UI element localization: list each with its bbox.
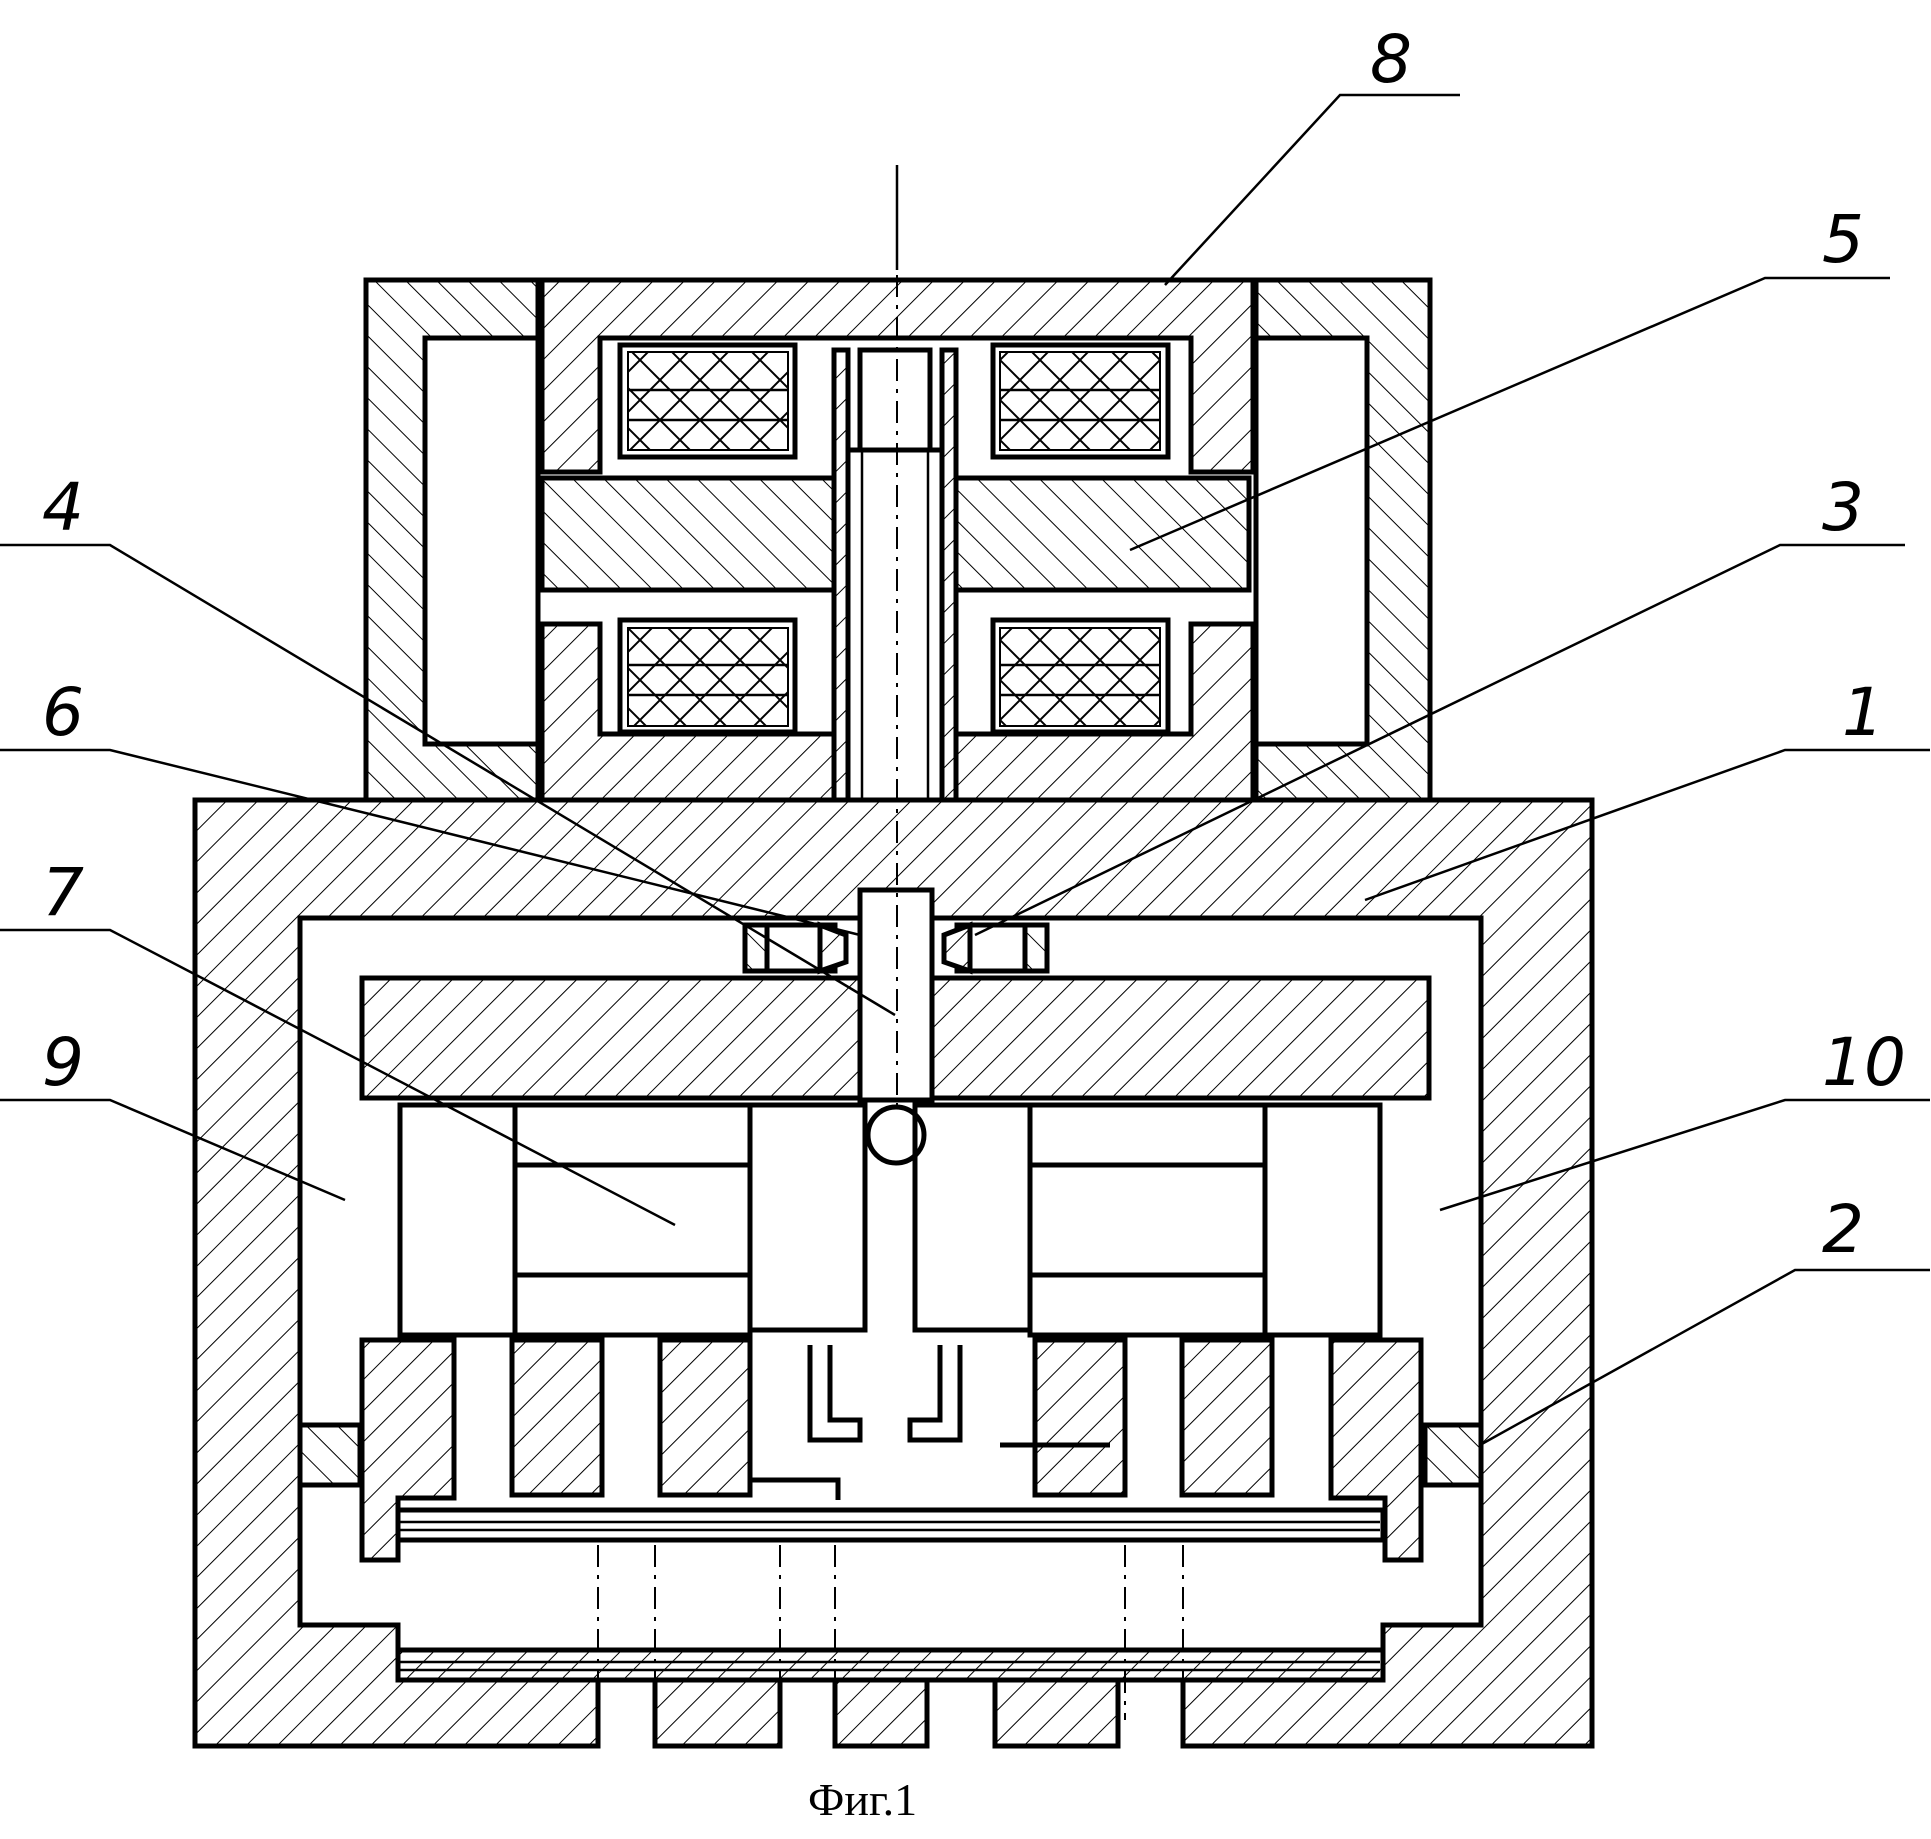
coil-lower-left — [620, 620, 795, 732]
callout-2: 2 — [1822, 1191, 1864, 1268]
callout-3: 3 — [1822, 469, 1864, 546]
coil-upper-left — [620, 345, 795, 457]
callout-9: 9 — [42, 1024, 84, 1101]
coil-upper-right — [993, 345, 1168, 457]
coil-lower-right — [993, 620, 1168, 732]
callout-1: 1 — [1842, 674, 1884, 751]
callout-10: 10 — [1822, 1024, 1906, 1101]
callout-4: 4 — [42, 469, 84, 546]
callout-6: 6 — [42, 674, 84, 751]
callout-8: 8 — [1370, 21, 1412, 98]
callout-5: 5 — [1822, 201, 1864, 278]
figure-caption: Фиг.1 — [808, 1774, 917, 1825]
callout-7: 7 — [42, 854, 84, 931]
